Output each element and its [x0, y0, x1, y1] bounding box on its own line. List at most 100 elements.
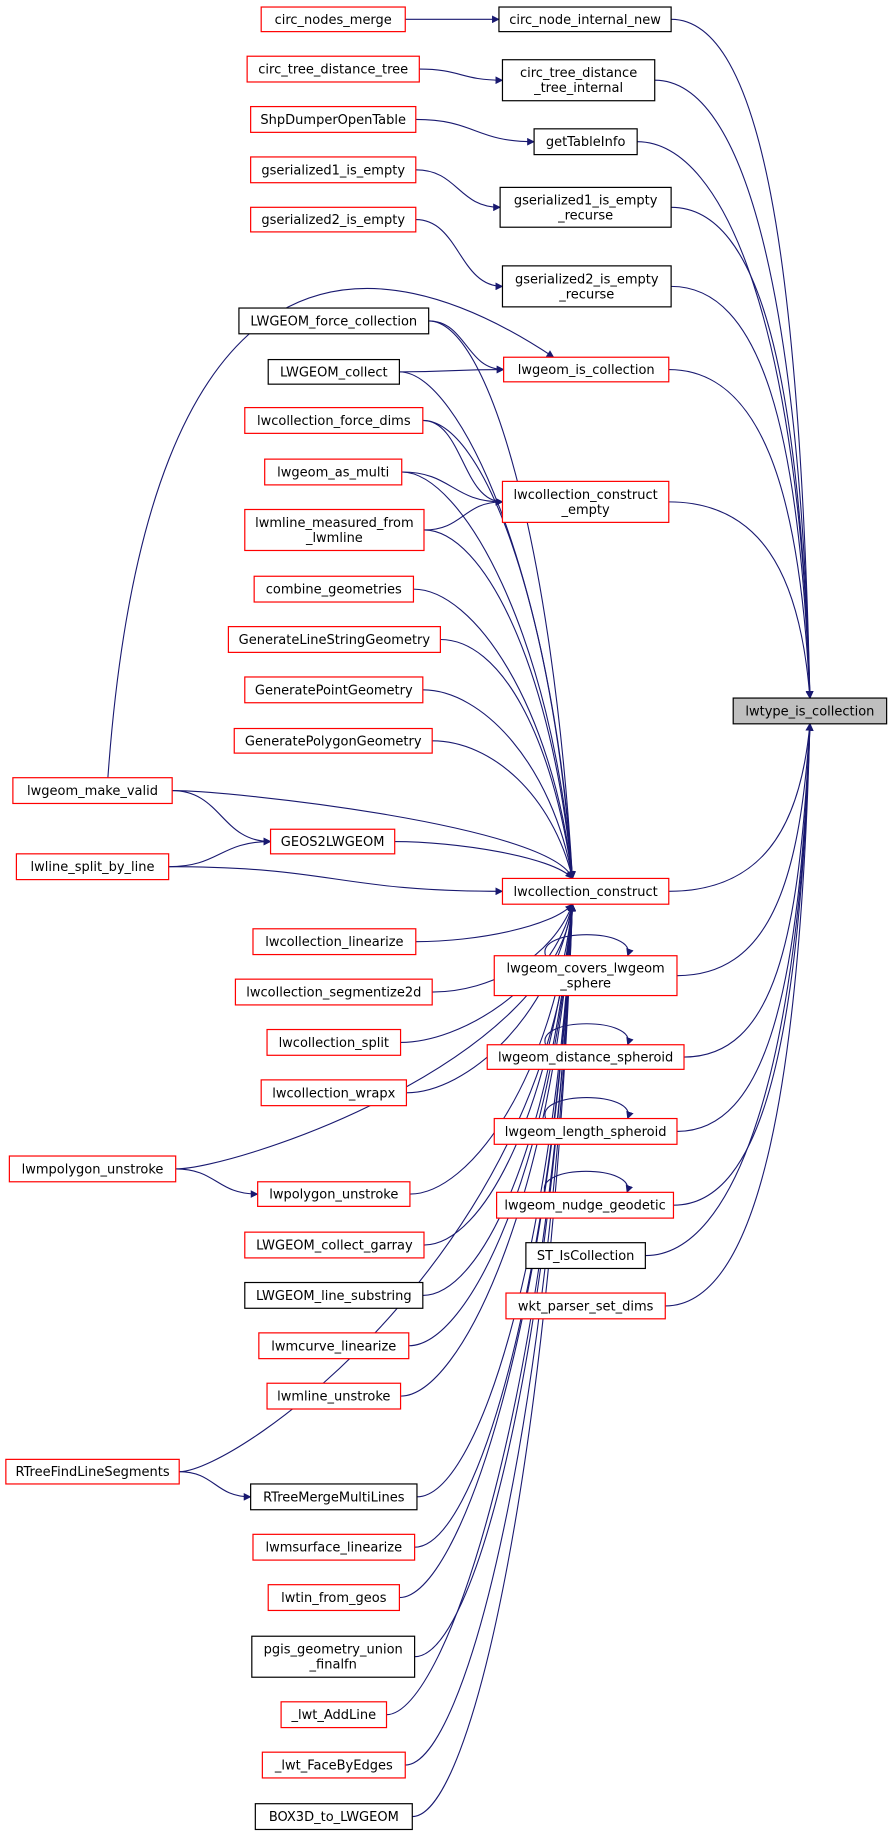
node-cnin[interactable]: circ_node_internal_new [498, 6, 672, 33]
node-lmv[interactable]: lwgeom_make_valid [12, 777, 173, 805]
node-lclin[interactable]: lwcollection_linearize [252, 928, 417, 956]
node-ltfg[interactable]: lwtin_from_geos [267, 1584, 400, 1612]
node-label: _recurse [558, 287, 614, 302]
node-stic[interactable]: ST_IsCollection [525, 1242, 646, 1270]
node-box [254, 1803, 413, 1831]
node-label: lwgeom_is_collection [518, 363, 655, 378]
node-gpg[interactable]: GeneratePointGeometry [244, 676, 424, 704]
node-box [501, 265, 672, 308]
node-label: lwgeom_covers_lwgeom [507, 962, 665, 977]
node-lds[interactable]: lwgeom_distance_spheroid [486, 1044, 685, 1070]
edge-lmmfl-to-lcc [423, 529, 576, 880]
node-b3d[interactable]: BOX3D_to_LWGEOM [254, 1803, 413, 1831]
node-lal[interactable]: _lwt_AddLine [280, 1701, 388, 1729]
node-lcce[interactable]: lwcollection_construct_empty [501, 480, 670, 523]
node-lam[interactable]: lwgeom_as_multi [264, 458, 403, 486]
edge-lsbl-to-lcc [168, 866, 504, 896]
node-lcol[interactable]: LWGEOM_collect [267, 358, 400, 385]
node-box [533, 128, 638, 156]
edge-lic-to-target [668, 368, 814, 699]
node-box [5, 1458, 180, 1485]
node-label: gserialized1_is_empty [261, 163, 405, 178]
node-lls2[interactable]: LWGEOM_line_substring [244, 1281, 424, 1309]
node-label: _finalfn [309, 1658, 357, 1673]
node-label: LWGEOM_collect_garray [256, 1239, 413, 1254]
node-label: lwtin_from_geos [281, 1591, 387, 1606]
node-lic[interactable]: lwgeom_is_collection [503, 356, 670, 383]
node-label: lwcollection_force_dims [257, 414, 411, 429]
edge-g2r-to-target [671, 285, 814, 699]
node-lcls[interactable]: lwgeom_covers_lwgeom_sphere [493, 955, 678, 997]
node-cnm[interactable]: circ_nodes_merge [260, 6, 406, 33]
node-lmpu[interactable]: lwmpolygon_unstroke [8, 1155, 177, 1183]
node-g1r[interactable]: gserialized1_is_empty_recurse [499, 186, 672, 228]
node-box [496, 1191, 675, 1219]
node-box [499, 186, 672, 228]
node-wpsd[interactable]: wkt_parser_set_dims [505, 1292, 666, 1320]
edge-lcce-to-target [668, 501, 814, 699]
node-label: lwtype_is_collection [745, 704, 874, 719]
node-label: BOX3D_to_LWGEOM [269, 1810, 399, 1825]
node-cg[interactable]: combine_geometries [253, 575, 415, 603]
node-box [252, 1533, 416, 1561]
edge-lcwrap-to-lcc [406, 903, 576, 1094]
node-lng[interactable]: lwgeom_nudge_geodetic [496, 1191, 675, 1219]
node-lmu[interactable]: lwmline_unstroke [266, 1382, 402, 1410]
node-gti[interactable]: getTableInfo [533, 128, 638, 156]
node-label: pgis_geometry_union [264, 1643, 403, 1658]
node-box [493, 1117, 678, 1145]
node-rtfls[interactable]: RTreeFindLineSegments [5, 1458, 180, 1485]
node-ctdti[interactable]: circ_tree_distance_tree_internal [501, 59, 656, 102]
node-label: lwcollection_construct [514, 885, 658, 900]
edge-rtfls-to-lcc [179, 903, 576, 1473]
node-sdot[interactable]: ShpDumperOpenTable [250, 105, 417, 133]
node-box [250, 156, 417, 184]
edge-ltfg-to-lcc [399, 903, 576, 1599]
edge-lds-to-target [684, 723, 814, 1058]
node-box [244, 508, 425, 552]
node-lcwrap[interactable]: lwcollection_wrapx [260, 1079, 408, 1107]
node-pguf[interactable]: pgis_geometry_union_finalfn [251, 1635, 416, 1678]
edge-lcls-to-target [676, 723, 814, 977]
node-box [250, 206, 417, 233]
node-lfbe[interactable]: _lwt_FaceByEdges [261, 1751, 406, 1779]
node-label: lwcollection_wrapx [272, 1086, 395, 1101]
node-label: GEOS2LWGEOM [281, 835, 385, 850]
node-lls[interactable]: lwgeom_length_spheroid [493, 1117, 678, 1145]
node-lcsplit[interactable]: lwcollection_split [266, 1028, 402, 1056]
node-lcc[interactable]: lwcollection_construct [501, 877, 670, 905]
node-label: circ_nodes_merge [275, 13, 392, 28]
node-target[interactable]: lwtype_is_collection [732, 697, 888, 725]
node-gpolyg[interactable]: GeneratePolygonGeometry [233, 727, 433, 754]
node-ctdt[interactable]: circ_tree_distance_tree [246, 55, 420, 83]
node-lcga[interactable]: LWGEOM_collect_garray [244, 1231, 425, 1259]
node-g2e[interactable]: gserialized2_is_empty [250, 206, 417, 233]
node-label: lwpolygon_unstroke [269, 1188, 398, 1203]
node-lsbl[interactable]: lwline_split_by_line [15, 853, 170, 881]
node-lcseg[interactable]: lwcollection_segmentize2d [234, 978, 433, 1006]
node-label: _empty [561, 503, 611, 518]
node-g1e[interactable]: gserialized1_is_empty [250, 156, 417, 184]
edge-glsg-to-lcc [440, 638, 576, 880]
node-g2r[interactable]: gserialized2_is_empty_recurse [501, 265, 672, 308]
node-g2l[interactable]: GEOS2LWGEOM [269, 828, 396, 855]
node-lfc[interactable]: LWGEOM_force_collection [238, 307, 430, 335]
node-box [250, 105, 417, 133]
edge-ctdt-to-ctdti [419, 68, 504, 85]
node-box [250, 1483, 418, 1511]
node-lmsl[interactable]: lwmsurface_linearize [252, 1533, 416, 1561]
edge-lam-to-lcc [401, 471, 576, 880]
node-box [498, 6, 672, 33]
node-lmcl[interactable]: lwmcurve_linearize [258, 1332, 410, 1360]
node-label: _lwmline [305, 531, 363, 546]
node-lmmfl[interactable]: lwmline_measured_from_lwmline [244, 508, 425, 552]
node-box [493, 955, 678, 997]
self-loop-edge-lls [544, 1097, 634, 1120]
node-lcfd[interactable]: lwcollection_force_dims [244, 406, 424, 434]
node-box [258, 1332, 410, 1360]
node-label: _tree_internal [533, 81, 623, 96]
node-label: wkt_parser_set_dims [518, 1299, 654, 1314]
node-lpu[interactable]: lwpolygon_unstroke [257, 1181, 411, 1207]
node-glsg[interactable]: GenerateLineStringGeometry [227, 626, 441, 653]
node-rtmml[interactable]: RTreeMergeMultiLines [250, 1483, 418, 1511]
